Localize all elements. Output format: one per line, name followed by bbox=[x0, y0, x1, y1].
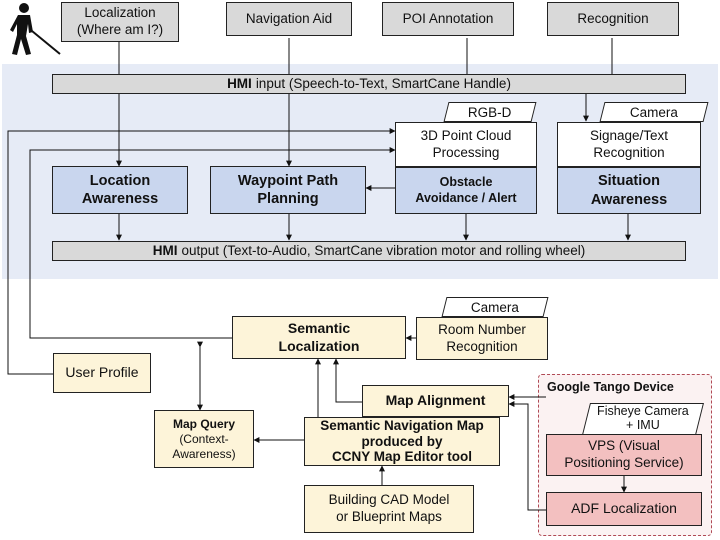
vps-visual-positioning-service: VPS (Visual Positioning Service) bbox=[546, 434, 702, 476]
camera2-label: Camera bbox=[470, 299, 519, 315]
obstacle-avoidance-alert: Obstacle Avoidance / Alert bbox=[395, 167, 537, 214]
fisheye-label: Fisheye Camera + IMU bbox=[597, 404, 689, 432]
map-alignment: Map Alignment bbox=[362, 385, 509, 417]
navigation-aid-module: Navigation Aid bbox=[226, 2, 352, 36]
fisheye-imu-tag: Fisheye Camera + IMU bbox=[582, 403, 704, 435]
room-number-recognition: Room Number Recognition bbox=[416, 317, 548, 360]
building-cad-model: Building CAD Model or Blueprint Maps bbox=[304, 485, 474, 533]
map-query-title: Map Query bbox=[172, 416, 235, 431]
hmi-input-bold: HMI bbox=[227, 75, 252, 91]
tango-device-title: Google Tango Device bbox=[547, 380, 674, 394]
camera-label: Camera bbox=[629, 104, 678, 120]
situation-awareness: Situation Awareness bbox=[557, 167, 701, 214]
adf-localization: ADF Localization bbox=[546, 492, 702, 526]
camera-sensor-tag-2: Camera bbox=[441, 297, 549, 317]
hmi-output-text: output (Text-to-Audio, SmartCane vibrati… bbox=[181, 242, 586, 258]
edge-alignment-to-semloc bbox=[333, 358, 362, 403]
semantic-navigation-map: Semantic Navigation Map produced by CCNY… bbox=[304, 417, 500, 466]
rgbd-label: RGB-D bbox=[468, 104, 512, 120]
recognition-module: Recognition bbox=[547, 2, 679, 36]
hmi-output-bar: HMI output (Text-to-Audio, SmartCane vib… bbox=[52, 241, 686, 261]
location-awareness: Location Awareness bbox=[52, 166, 188, 214]
edge-adf-to-alignment bbox=[508, 401, 546, 511]
poi-annotation-module: POI Annotation bbox=[382, 2, 514, 36]
localization-module: Localization (Where am I?) bbox=[61, 2, 179, 42]
semantic-localization: Semantic Localization bbox=[232, 316, 406, 359]
signage-text-recognition: Signage/Text Recognition bbox=[557, 122, 701, 167]
edge-semloc-feedback bbox=[29, 147, 396, 339]
map-query: Map Query (Context- Awareness) bbox=[154, 410, 254, 468]
edge-userprofile-feedback bbox=[7, 128, 396, 375]
map-query-subtitle: (Context- Awareness) bbox=[172, 431, 236, 461]
blind-person-with-cane-icon bbox=[10, 3, 61, 55]
user-profile: User Profile bbox=[53, 353, 151, 393]
camera-sensor-tag: Camera bbox=[599, 102, 709, 122]
waypoint-path-planning: Waypoint Path Planning bbox=[210, 166, 366, 214]
rgbd-sensor-tag: RGB-D bbox=[443, 102, 537, 122]
point-cloud-processing: 3D Point Cloud Processing bbox=[395, 122, 537, 167]
hmi-input-bar: HMI input (Speech-to-Text, SmartCane Han… bbox=[52, 74, 686, 94]
hmi-output-bold: HMI bbox=[152, 242, 178, 258]
hmi-input-text: input (Speech-to-Text, SmartCane Handle) bbox=[255, 75, 511, 91]
